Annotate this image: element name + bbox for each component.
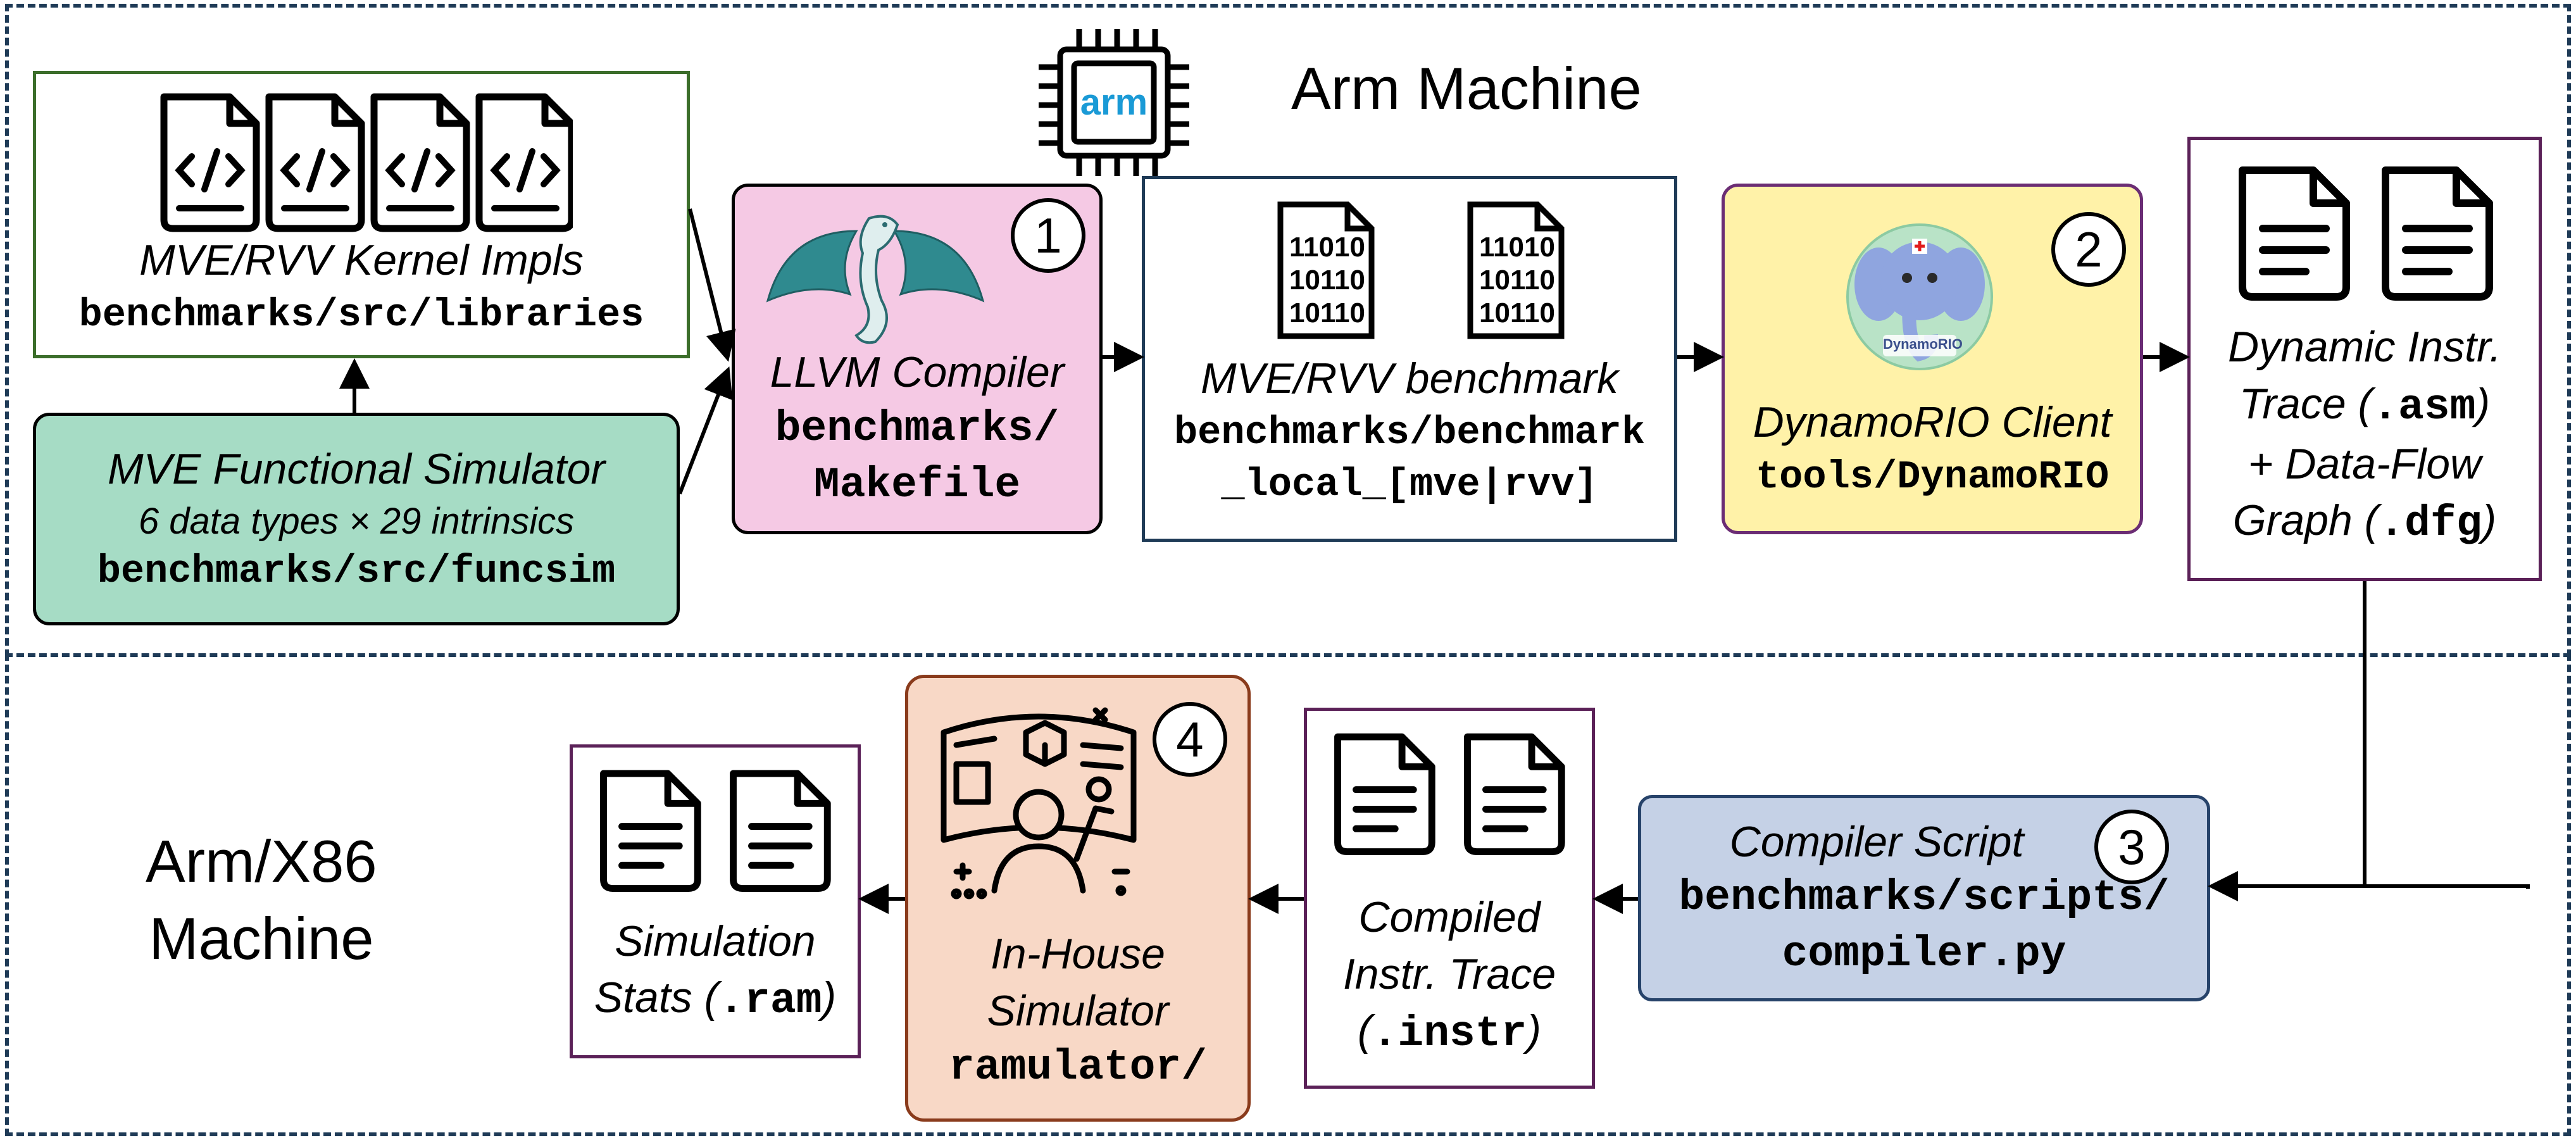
trace-line4: Graph (.dfg) (2233, 492, 2496, 553)
svg-text:10110: 10110 (1479, 298, 1555, 329)
kernel-impls-box: MVE/RVV Kernel Impls benchmarks/src/libr… (33, 71, 690, 358)
code-file-icon (475, 93, 573, 232)
arm-chip-icon: arm (1035, 27, 1193, 179)
step-1-badge: 1 (1011, 198, 1085, 273)
stats-files-icon (594, 767, 841, 893)
code-file-icon (160, 93, 260, 232)
llvm-compiler-box: 1 LLVM Compiler benchmarks/ Makefile (732, 184, 1103, 534)
kernel-impls-path: benchmarks/src/libraries (78, 292, 644, 338)
binary-file-icon-1: 11010 10110 10110 (1277, 201, 1375, 340)
dynamorio-client-box: DynamoRIO 2 DynamoRIO Client tools/Dynam… (1722, 184, 2143, 534)
dynamorio-path: tools/DynamoRIO (1755, 454, 2110, 500)
simulator-user-icon (931, 694, 1146, 903)
svg-text:10110: 10110 (1289, 298, 1365, 329)
trace-line2: Trace (.asm) (2239, 376, 2490, 436)
dynamic-trace-box: Dynamic Instr. Trace (.asm) + Data-Flow … (2187, 137, 2542, 581)
functional-simulator-box: MVE Functional Simulator 6 data types × … (33, 413, 680, 625)
binary-file-icon-2: 11010 10110 10110 (1466, 201, 1565, 340)
trace-line3: + Data-Flow (2248, 439, 2482, 488)
document-files-icon (2232, 163, 2504, 302)
arm-x86-machine-title: Arm/X86 Machine (146, 823, 377, 977)
dynamorio-title: DynamoRIO Client (1753, 398, 2112, 447)
svg-text:11010: 11010 (1289, 232, 1365, 263)
trace-line1: Dynamic Instr. (2227, 323, 2501, 371)
arm-x86-title-line2: Machine (149, 905, 374, 972)
arm-logo-text: arm (1080, 82, 1148, 123)
document-icon (730, 770, 831, 892)
compiler-script-title: Compiler Script (1729, 817, 2024, 866)
llvm-path-line1: benchmarks/ (775, 404, 1060, 454)
step-3-badge: 3 (2094, 810, 2169, 884)
stats-line2: Stats (.ram) (594, 970, 836, 1030)
compiler-script-path-line1: benchmarks/scripts/ (1679, 874, 2170, 923)
arrow-trace-connector (2363, 581, 2530, 889)
llvm-title: LLVM Compiler (770, 348, 1065, 397)
code-files-icon (155, 88, 573, 259)
dynamorio-logo-icon: DynamoRIO (1844, 221, 1996, 373)
stats-line1: Simulation (615, 917, 816, 965)
ram-extension: .ram (718, 977, 822, 1026)
trace-line2-prefix: Trace ( (2239, 379, 2373, 428)
trace-line2-suffix: ) (2475, 379, 2491, 428)
llvm-dragon-icon (761, 206, 989, 351)
dfg-extension: .dfg (2379, 499, 2482, 549)
funcsim-title: MVE Functional Simulator (107, 444, 606, 493)
instr-extension: .instr (1372, 1010, 1527, 1059)
compiler-script-path-line2: compiler.py (1782, 929, 2066, 979)
arm-x86-title-line1: Arm/X86 (146, 828, 377, 894)
inhouse-sim-line2: Simulator (987, 986, 1169, 1035)
trace-line4-prefix: Graph ( (2232, 496, 2379, 545)
compiler-script-box: 3 Compiler Script benchmarks/scripts/ co… (1638, 795, 2210, 1001)
document-icon (1334, 733, 1435, 855)
benchmark-binary-box: 11010 10110 10110 11010 10110 10110 MVE/… (1142, 176, 1677, 542)
compiled-trace-line2: Instr. Trace (1342, 949, 1556, 998)
stats-line2-prefix: Stats ( (594, 974, 719, 1022)
compiled-trace-files-icon (1329, 730, 1575, 856)
inhouse-sim-line1: In-House (991, 930, 1165, 979)
benchmark-path-line1: benchmarks/benchmark (1173, 410, 1646, 456)
compiled-trace-line3-prefix: ( (1357, 1006, 1372, 1055)
trace-line4-suffix: ) (2482, 496, 2497, 545)
arrow-funcsim-to-llvm (678, 366, 733, 495)
funcsim-path: benchmarks/src/funcsim (97, 548, 616, 594)
funcsim-subtitle: 6 data types × 29 intrinsics (138, 501, 575, 542)
arm-x86-machine-region (5, 653, 2571, 1136)
benchmark-path-line2: _local_[mve|rvv] (1221, 462, 1598, 508)
arm-machine-region (5, 4, 2571, 657)
kernel-impls-title: MVE/RVV Kernel Impls (139, 236, 584, 285)
document-icon (2239, 166, 2350, 301)
document-icon (600, 770, 701, 892)
compiled-trace-line3: (.instr) (1358, 1003, 1541, 1063)
svg-text:11010: 11010 (1479, 232, 1555, 263)
svg-text:10110: 10110 (1289, 265, 1365, 296)
document-icon (2382, 166, 2493, 301)
step-4-badge: 4 (1153, 702, 1227, 777)
stats-line2-suffix: ) (822, 974, 837, 1022)
dynamorio-logo-text: DynamoRIO (1883, 336, 1963, 352)
llvm-path-line2: Makefile (813, 460, 1021, 510)
inhouse-simulator-box: 4 In-House Simulator ramulator/ (905, 675, 1251, 1122)
compiled-trace-line1: Compiled (1358, 893, 1541, 941)
asm-extension: .asm (2372, 382, 2476, 432)
compiled-trace-box: Compiled Instr. Trace (.instr) (1304, 708, 1595, 1089)
arrow-kernels-to-llvm (688, 208, 736, 362)
code-file-icon (370, 93, 470, 232)
code-file-icon (265, 93, 365, 232)
svg-text:10110: 10110 (1479, 265, 1555, 296)
inhouse-sim-path: ramulator/ (948, 1043, 1208, 1092)
compiled-trace-line3-suffix: ) (1527, 1006, 1542, 1055)
step-2-badge: 2 (2051, 212, 2126, 287)
document-icon (1464, 733, 1565, 855)
arm-machine-title: Arm Machine (1291, 55, 1642, 122)
benchmark-title: MVE/RVV benchmark (1200, 354, 1619, 403)
